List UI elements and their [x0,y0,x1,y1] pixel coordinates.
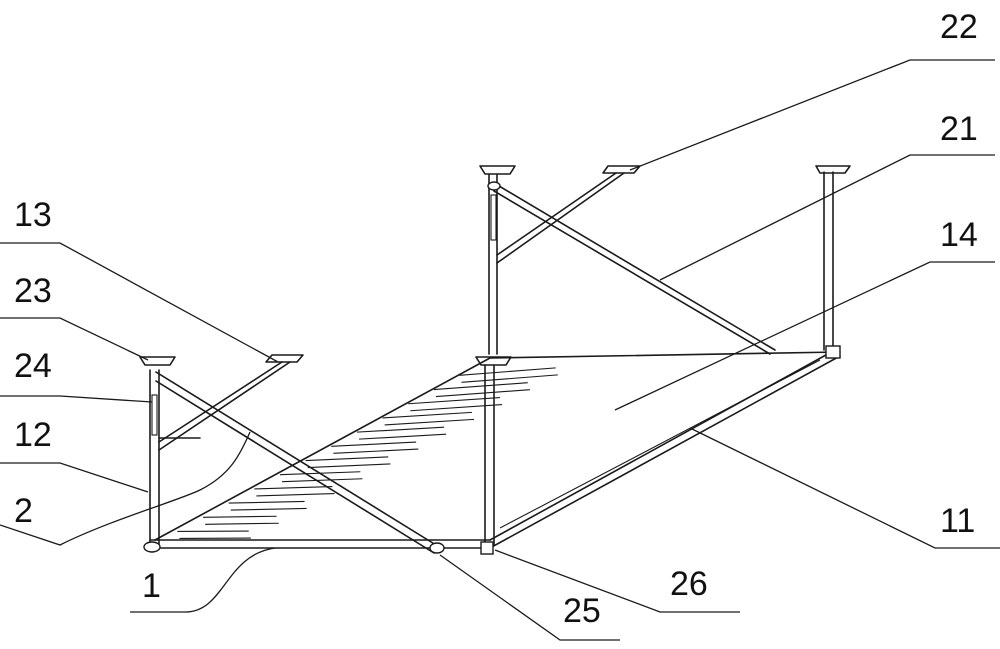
callout-22: 22 [940,8,978,46]
grate-slat [382,411,473,419]
tube-end-25 [429,542,445,554]
grate-slat [307,463,391,469]
angled-braces [158,172,625,451]
diagonal-rods [155,182,776,554]
clamp-26 [480,541,494,555]
platform-frame [149,349,841,549]
grate-slat [435,389,530,398]
mount-plate-back-right [815,165,851,174]
posts [149,171,834,546]
grate-slat [228,500,305,504]
adjust-slots [151,194,497,436]
right-beam [489,355,841,549]
mount-plate-22 [602,165,641,174]
leader-22 [629,59,995,171]
mount-plate-13 [265,354,304,363]
leader-25 [439,554,620,641]
callout-21: 21 [940,110,978,148]
leader-1 [130,547,276,613]
leader-26 [494,549,740,613]
mount-plate-back-left [479,165,516,175]
leader-2 [0,431,251,546]
callout-26: 26 [670,565,708,603]
grate-slat [203,515,277,518]
callout-23: 23 [14,272,52,310]
grate-slat [356,426,445,433]
grate-slat [205,522,279,525]
leader-11 [689,427,1000,549]
mount-plate-front-left [139,356,176,366]
grate-slat [461,374,558,383]
callout-24: 24 [14,347,52,385]
callout-11: 11 [940,502,975,540]
grate-slat [333,448,419,454]
callout-labels: 22 21 14 11 26 25 1 2 12 24 23 13 [14,8,978,630]
left-beam [154,357,491,541]
diagonal-rod-2 [155,371,437,546]
grate-slat [384,418,475,426]
grate-slat [408,396,500,405]
grate-slat [254,486,333,490]
leader-21 [659,154,995,281]
callout-14: 14 [940,216,978,254]
diagonal-rod-21 [493,182,776,351]
grate-slat [358,433,447,440]
grate-slat [410,403,503,412]
grate-slat [230,507,307,511]
grate-slat [433,382,528,391]
grate-slat [459,367,556,376]
callout-2: 2 [14,492,33,530]
leader-lines [0,59,1000,641]
slot-back [490,194,497,241]
leader-14 [614,261,995,411]
callout-25: 25 [563,592,601,630]
brace-22 [496,172,617,256]
tube-ends [143,181,841,555]
tube-end-front-left [143,541,161,553]
slot-24-front [151,394,158,436]
leader-23 [0,317,149,361]
leader-24 [0,395,153,403]
callout-13: 13 [14,196,52,234]
callout-12: 12 [14,416,52,454]
brace-13 [158,361,283,443]
leader-13 [0,242,279,363]
back-beam [489,351,841,359]
callout-1: 1 [142,567,161,605]
clamp-back-right [825,345,841,359]
grate-slats [177,359,821,540]
grate-slat [282,478,363,483]
grate-inner-rail [499,359,821,529]
grate-slat [256,493,335,497]
tube-end-back [487,181,501,191]
grate-slat [331,441,417,447]
leader-12 [0,462,149,493]
mount-plates [139,165,851,366]
mount-plate-front-right [475,356,512,366]
grate-slat [305,456,389,462]
